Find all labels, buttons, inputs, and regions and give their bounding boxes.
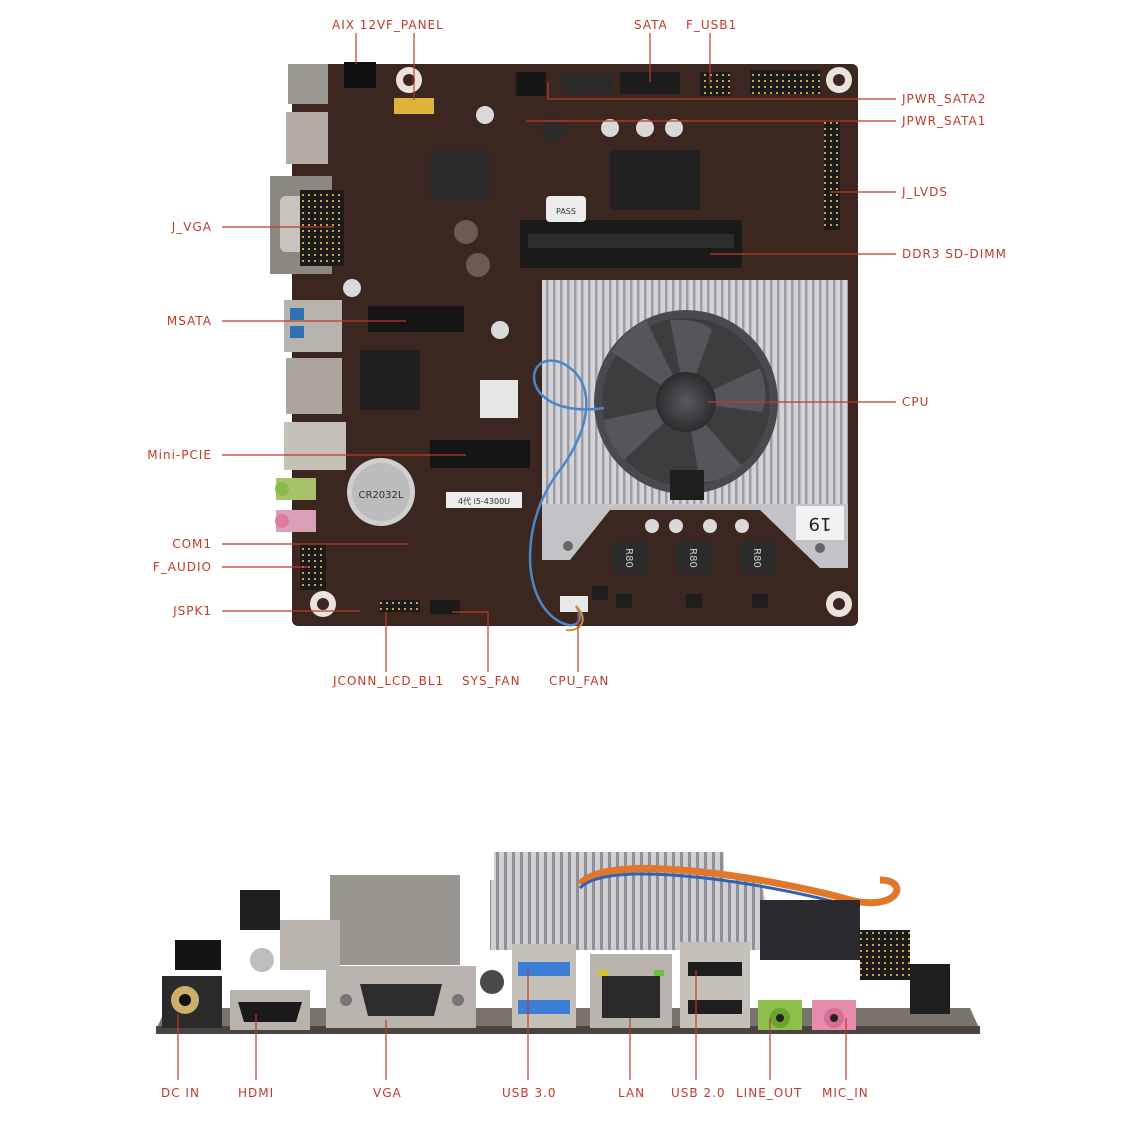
label-jspk1: JSPK1 bbox=[173, 604, 212, 618]
label-lan: LAN bbox=[618, 1086, 646, 1100]
label-f-audio: F_AUDIO bbox=[152, 560, 212, 574]
label-line-out: LINE_OUT bbox=[736, 1086, 803, 1100]
label-j-vga: J_VGA bbox=[171, 220, 212, 234]
label-f-panel: F_PANEL bbox=[386, 18, 444, 32]
cpu-sticker: 4代 i5-4300U bbox=[446, 492, 522, 508]
label-mic-in: MIC_IN bbox=[822, 1086, 869, 1100]
bottom-motherboard bbox=[156, 852, 980, 1080]
side-mic-in bbox=[812, 1000, 856, 1030]
board-components bbox=[300, 62, 840, 614]
cpu-sticker-text: 4代 i5-4300U bbox=[458, 496, 510, 506]
label-aix-12v: AIX 12V bbox=[332, 18, 387, 32]
cpu-fan-unit bbox=[594, 310, 778, 500]
label-jpwr-sata2: JPWR_SATA2 bbox=[902, 92, 987, 106]
side-lan bbox=[590, 954, 672, 1028]
label-vga: VGA bbox=[373, 1086, 402, 1100]
ddr3-slot: PASS bbox=[520, 196, 742, 268]
label-cpu-fan: CPU_FAN bbox=[549, 674, 610, 688]
label-dc-in: DC IN bbox=[161, 1086, 200, 1100]
inductor-3-text: R80 bbox=[751, 548, 762, 568]
vrm-area: R80 R80 R80 bbox=[592, 519, 776, 608]
label-jconn-lcd-bl1: JCONN_LCD_BL1 bbox=[333, 674, 445, 688]
memory-sticker-text: PASS bbox=[556, 207, 576, 216]
coin-battery: CR2032L bbox=[347, 458, 415, 526]
side-line-out bbox=[758, 1000, 802, 1030]
heatsink-number: 19 bbox=[809, 513, 832, 534]
label-msata: MSATA bbox=[166, 314, 212, 328]
label-usb3: USB 3.0 bbox=[502, 1086, 557, 1100]
side-fan-cable bbox=[577, 865, 901, 907]
label-mini-pcie: Mini-PCIE bbox=[147, 448, 212, 462]
side-dc-jack bbox=[162, 976, 222, 1028]
side-hdmi bbox=[230, 990, 310, 1030]
label-com1: COM1 bbox=[172, 537, 212, 551]
top-motherboard: PASS CR2032L 4代 i5-4300U 19 bbox=[222, 33, 896, 672]
label-usb2: USB 2.0 bbox=[671, 1086, 726, 1100]
mini-pcie-slot bbox=[430, 440, 530, 468]
fan-cable-orange bbox=[565, 605, 584, 632]
battery-text: CR2032L bbox=[359, 490, 404, 501]
msata-slot bbox=[368, 306, 464, 332]
fan-cable-blue bbox=[528, 359, 605, 627]
label-hdmi: HDMI bbox=[238, 1086, 275, 1100]
side-heatsink bbox=[490, 880, 780, 950]
side-usb3 bbox=[512, 944, 576, 1028]
label-f-usb1: F_USB1 bbox=[686, 18, 738, 32]
label-ddr3-sodimm: DDR3 SD-DIMM bbox=[902, 247, 1007, 261]
label-sata: SATA bbox=[634, 18, 668, 32]
side-vga bbox=[326, 966, 476, 1028]
bottom-callout-lines bbox=[177, 970, 847, 1080]
label-jpwr-sata1: JPWR_SATA1 bbox=[902, 114, 987, 128]
label-j-lvds: J_LVDS bbox=[902, 185, 948, 199]
side-usb2 bbox=[680, 942, 750, 1028]
inductor-2-text: R80 bbox=[687, 548, 698, 568]
inductor-1-text: R80 bbox=[623, 548, 634, 568]
top-callout-lines bbox=[222, 33, 896, 672]
label-cpu: CPU bbox=[902, 395, 930, 409]
label-sys-fan: SYS_FAN bbox=[462, 674, 521, 688]
